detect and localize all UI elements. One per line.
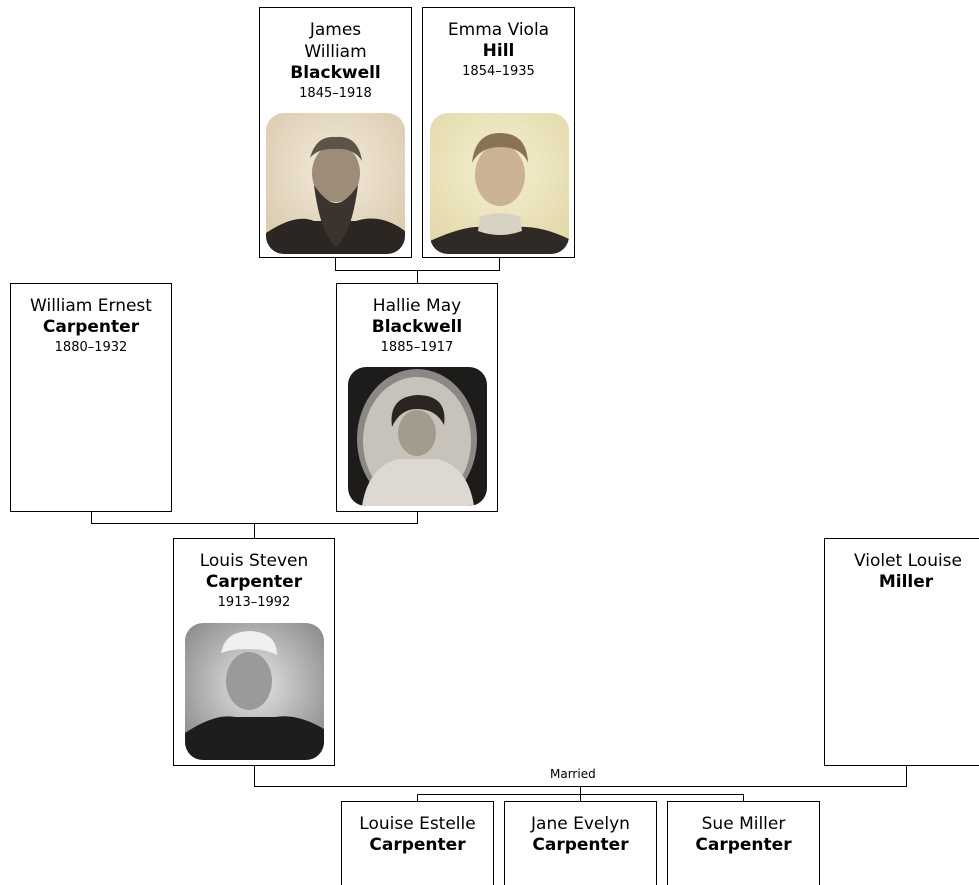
surname: Hill [482, 41, 515, 61]
given-name: Hallie May [372, 296, 462, 316]
person-card-sue-carpenter[interactable]: Sue Miller Carpenter [667, 801, 820, 885]
surname: Blackwell [371, 317, 463, 337]
portrait-photo [430, 113, 569, 254]
person-card-hallie-blackwell[interactable]: Hallie May Blackwell 1885–1917 [336, 283, 498, 512]
given-name: Sue Miller [701, 814, 786, 834]
life-dates: 1913–1992 [217, 595, 291, 610]
surname: Carpenter [532, 835, 629, 855]
given-name: Jane Evelyn [531, 814, 630, 834]
couple-line-william-hallie [91, 512, 418, 524]
life-dates: 1885–1917 [380, 340, 454, 355]
portrait-photo [266, 113, 405, 254]
given-name: Emma Viola [447, 20, 550, 40]
life-dates: 1854–1935 [462, 64, 535, 79]
person-card-william-carpenter[interactable]: William Ernest Carpenter 1880–1932 [10, 283, 172, 512]
given-name: Louis Steven [199, 551, 309, 571]
given-name: James William [304, 20, 367, 62]
married-label: Married [550, 767, 596, 781]
portrait-photo [348, 367, 487, 506]
surname: Carpenter [42, 317, 140, 337]
surname: Carpenter [205, 572, 303, 592]
surname: Carpenter [369, 835, 466, 855]
person-card-emma-hill[interactable]: Emma Viola Hill 1854–1935 [422, 7, 575, 258]
given-name: Violet Louise [853, 551, 963, 571]
life-dates: 1880–1932 [54, 340, 128, 355]
given-name: Louise Estelle [359, 814, 476, 834]
surname: Miller [878, 572, 934, 592]
surname: Blackwell [290, 63, 381, 83]
person-card-louis-carpenter[interactable]: Louis Steven Carpenter 1913–1992 [173, 538, 335, 766]
children-line [417, 786, 744, 801]
portrait-photo [185, 623, 324, 760]
person-card-jane-carpenter[interactable]: Jane Evelyn Carpenter [504, 801, 657, 885]
surname: Carpenter [695, 835, 792, 855]
couple-line-james-emma [335, 258, 500, 271]
given-name: William Ernest [30, 296, 152, 316]
person-card-violet-miller[interactable]: Violet Louise Miller [824, 538, 979, 766]
person-card-james-blackwell[interactable]: James William Blackwell 1845–1918 [259, 7, 412, 258]
life-dates: 1845–1918 [299, 86, 372, 101]
person-card-louise-carpenter[interactable]: Louise Estelle Carpenter [341, 801, 494, 885]
